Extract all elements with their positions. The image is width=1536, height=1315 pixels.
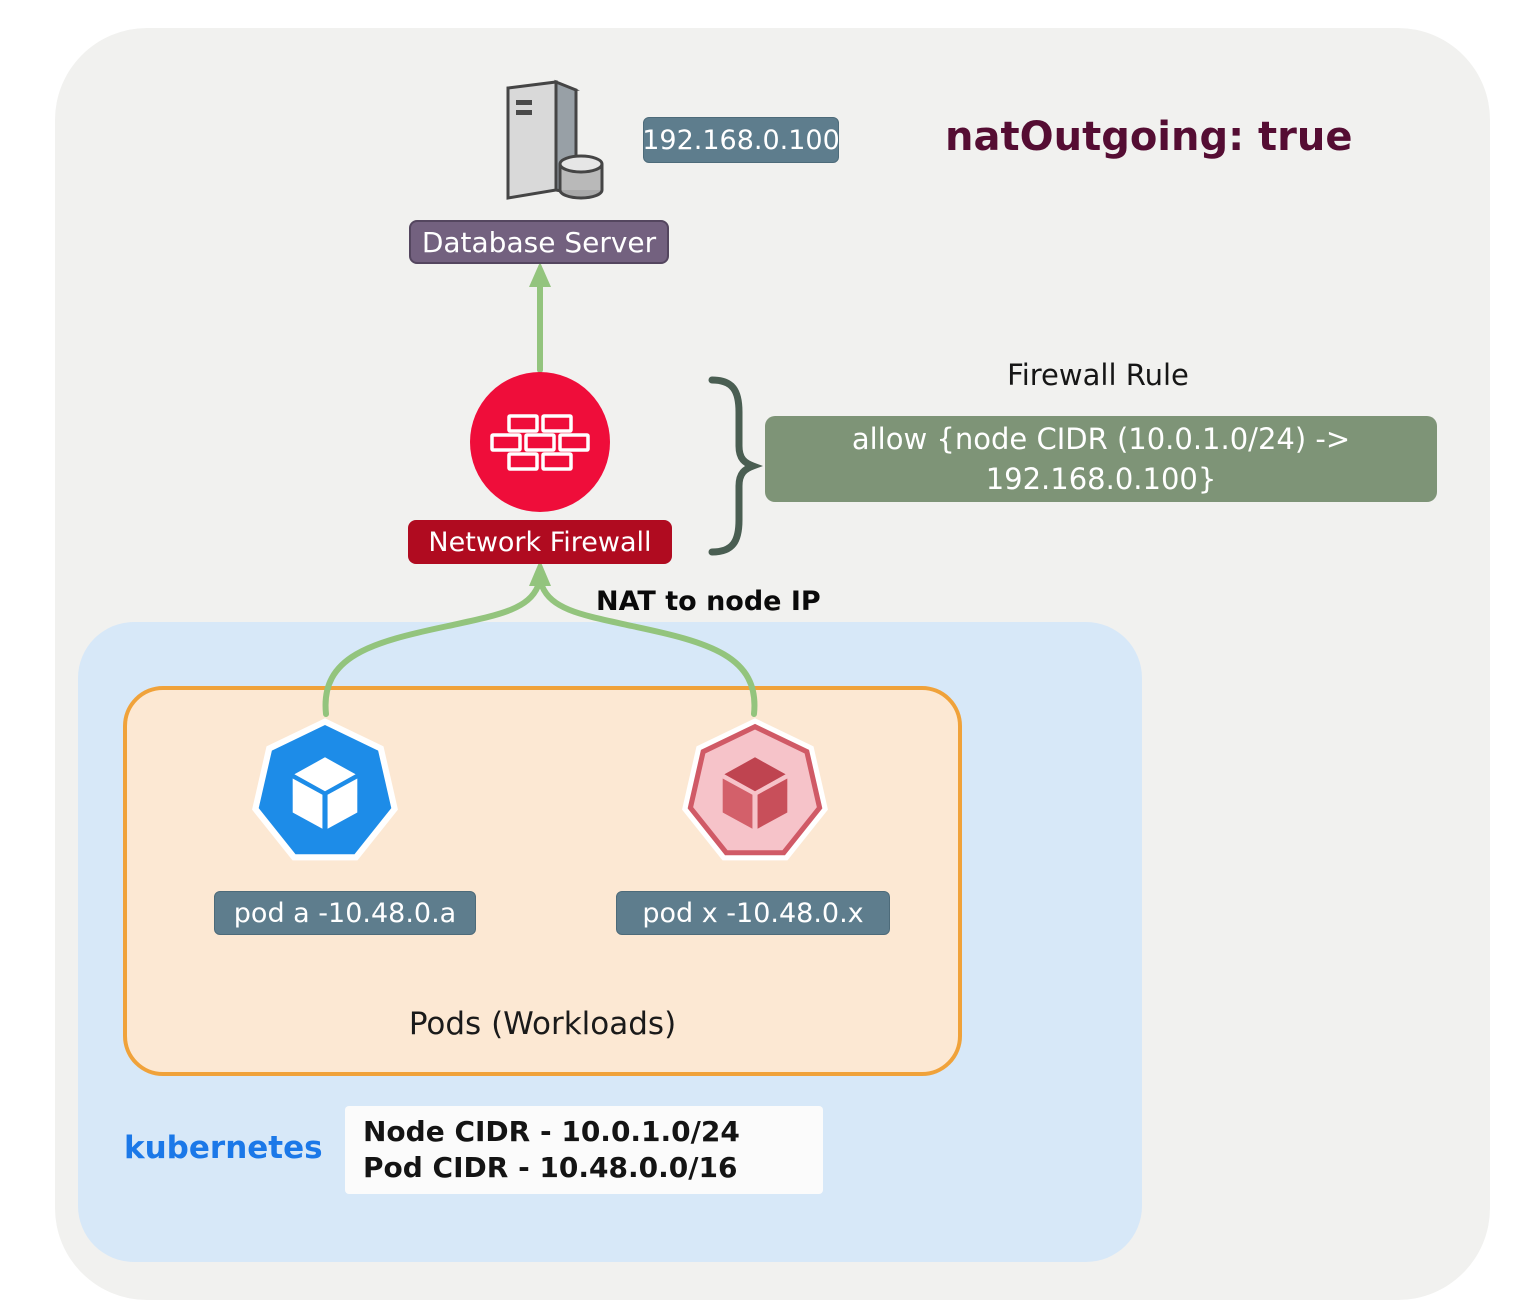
pods-workloads-box [123,686,962,1076]
database-server-label: Database Server [421,225,657,259]
database-server-badge: Database Server [409,220,669,264]
network-firewall-badge: Network Firewall [408,520,672,564]
server-ip-label: 192.168.0.100 [642,124,840,156]
kubernetes-label: kubernetes [124,1130,323,1166]
pod-a-label: pod a -10.48.0.a [233,897,457,929]
pod-cidr-label: Pod CIDR - 10.48.0.0/16 [363,1151,738,1184]
server-ip-badge: 192.168.0.100 [642,117,840,163]
pods-workloads-label: Pods (Workloads) [408,1006,677,1042]
firewall-rule-line2: 192.168.0.100} [985,462,1217,496]
nat-to-node-ip-label: NAT to node IP [596,586,821,617]
node-cidr-label: Node CIDR - 10.0.1.0/24 [363,1115,740,1148]
pod-x-label: pod x -10.48.0.x [642,897,864,929]
network-firewall-label: Network Firewall [428,526,652,558]
database-cylinder-icon [558,154,604,200]
network-firewall-circle [470,372,610,512]
nat-outgoing-title: natOutgoing: true [945,114,1353,160]
kubernetes-pod-x-icon [682,718,828,861]
firewall-bricks-icon [490,414,590,471]
cidr-info-box: Node CIDR - 10.0.1.0/24 Pod CIDR - 10.48… [345,1106,823,1194]
firewall-rule-title: Firewall Rule [1007,358,1189,392]
pod-a-badge: pod a -10.48.0.a [214,891,476,935]
firewall-rule-badge: allow {node CIDR (10.0.1.0/24) -> 192.16… [765,416,1437,502]
cube-icon [722,757,788,829]
firewall-rule-line1: allow {node CIDR (10.0.1.0/24) -> [851,422,1351,456]
pod-x-badge: pod x -10.48.0.x [616,891,890,935]
kubernetes-pod-a-icon [252,718,398,861]
cube-icon [292,757,358,829]
database-server-icon [506,79,604,200]
